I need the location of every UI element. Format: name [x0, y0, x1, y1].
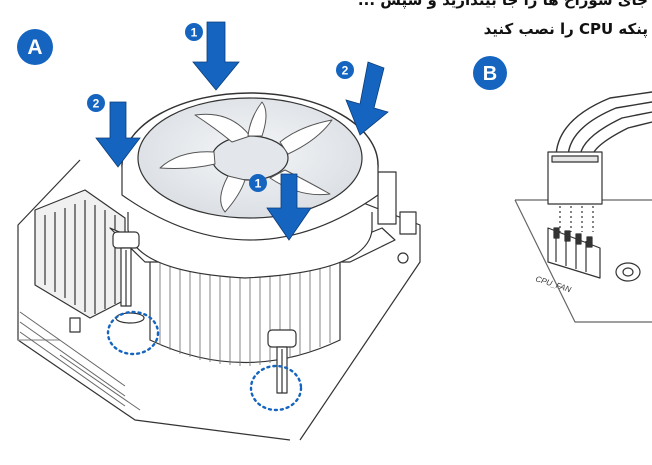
panel-a-illustration: [17, 92, 421, 441]
arrow-down-icon: [192, 21, 240, 91]
board-components-right: [377, 171, 417, 264]
pin-highlight-circle-left: [106, 310, 160, 356]
arrow-down-icon: [345, 61, 389, 136]
fan-cable: [555, 91, 652, 159]
svg-text:1: 1: [255, 177, 262, 191]
cooler-fan: [121, 92, 379, 241]
svg-text:1: 1: [191, 26, 198, 40]
cpu-fan-header: [547, 227, 601, 279]
panel-b-badge: B: [473, 56, 507, 90]
step-badge-1-top: 1: [185, 23, 203, 41]
svg-text:2: 2: [93, 97, 100, 111]
step-badge-2-right: 2: [336, 61, 354, 79]
step-arrows: [95, 21, 389, 241]
svg-text:2: 2: [342, 64, 349, 78]
instruction-caption-line-2: پنکه CPU را نصب کنید: [483, 20, 648, 38]
svg-text:A: A: [27, 36, 42, 59]
pin-highlight-circle-right: [249, 364, 303, 412]
panel-a-badge: A: [17, 29, 53, 65]
instruction-caption-line-1: جای سوراخ ها را جا بیندازید و سپس ...: [357, 0, 648, 9]
arrow-down-icon: [266, 173, 312, 241]
svg-text:B: B: [483, 63, 497, 85]
push-pin-right: [267, 329, 297, 394]
arrow-down-icon: [95, 101, 141, 168]
pin-alignment-lines: [559, 206, 594, 232]
fan-connector-plug: [547, 151, 603, 205]
step-badge-2-left: 2: [87, 94, 105, 112]
board-mount-hole: [615, 262, 641, 282]
step-badge-1-center: 1: [249, 174, 267, 192]
vrm-heatsink: [34, 189, 126, 319]
memory-slots: [19, 311, 141, 411]
panel-b-illustration: [514, 91, 652, 323]
